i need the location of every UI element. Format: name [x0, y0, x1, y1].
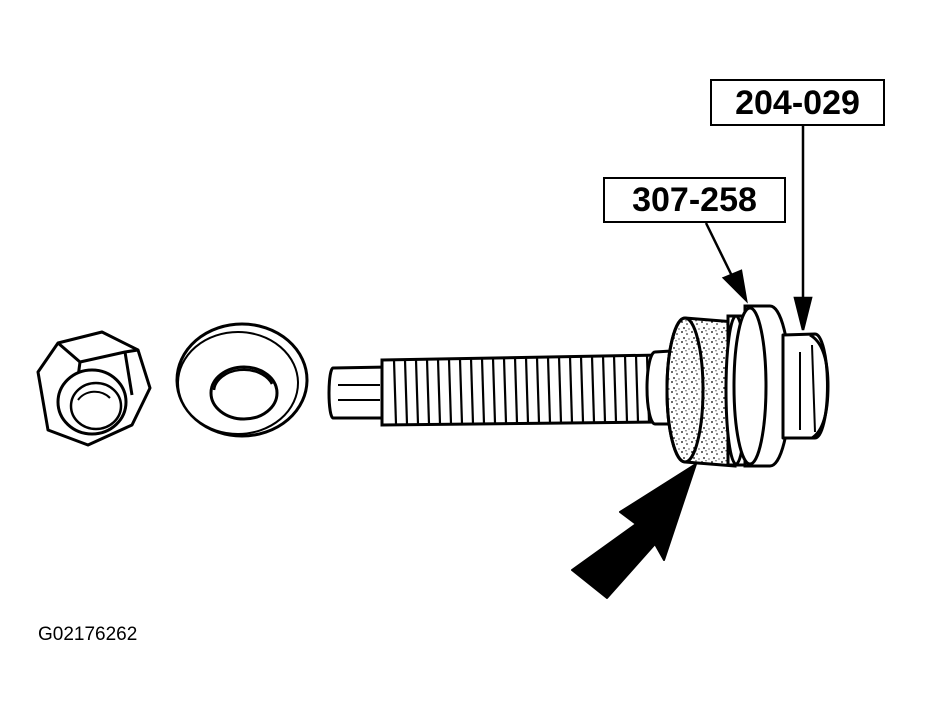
tool-head: [781, 332, 830, 440]
figure-id-label: G02176262: [38, 624, 138, 645]
press-sleeve: [665, 316, 737, 468]
callout-leaders: [704, 126, 813, 331]
hex-nut: [36, 330, 152, 447]
callout-label-307-258: 307-258: [603, 177, 786, 223]
tool-flange: [724, 304, 792, 468]
callout-label-204-029: 204-029: [710, 79, 885, 126]
washer: [175, 322, 309, 438]
bolt-shank: [327, 348, 690, 427]
large-pointer-arrow-icon: [571, 463, 697, 599]
